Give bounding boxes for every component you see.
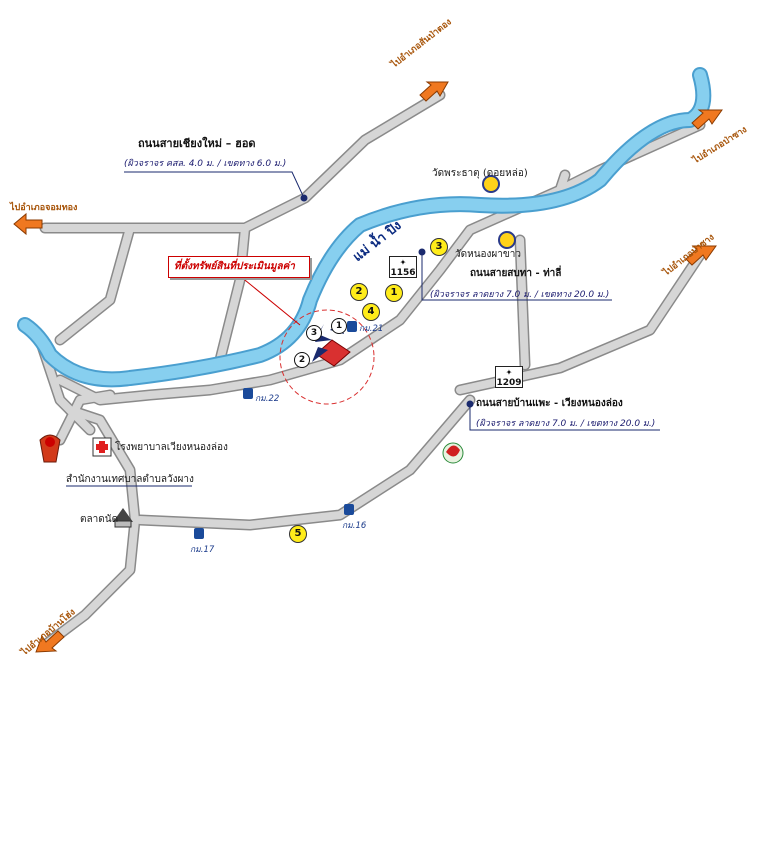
temple-icon [482,175,516,249]
marker-4: 4 [362,303,380,321]
road-name-chiangmai-hot: ถนนสายเชียงใหม่ – ฮอด [138,137,256,150]
marker-3: 3 [430,238,448,256]
photo-point-1: 1 [331,318,347,334]
marker-2: 2 [350,283,368,301]
garuda-emblem-icon [39,434,61,463]
place-wat-phrathat: วัดพระธาตุ (ดอยหล่อ) [432,168,528,179]
place-hospital: โรงพยาบาลเวียงหนองล่อง [115,442,228,453]
road-spec-chiangmai-hot: (ผิวจราจร คสล. 4.0 ม. / เขตทาง 6.0 ม.) [124,159,287,169]
arrow-left [13,212,43,236]
km-label-17: กม.17 [190,545,215,555]
site-label-box [168,256,310,278]
place-municipality: สำนักงานเทศบาลตำบลวังผาง [66,474,194,485]
site-label: ที่ตั้งทรัพย์สินที่ประเมินมูลค่า [174,261,295,272]
site-radius [279,309,375,405]
highway-shield-1156: ✦1156 [389,256,417,278]
marker-1: 1 [385,284,403,302]
marker-5: 5 [289,525,307,543]
photo-point-3: 3 [306,325,322,341]
km-label-22: กม.22 [255,394,280,404]
km-label-16: กม.16 [342,521,367,531]
hospital-icon [92,437,112,457]
site-leader [239,275,301,326]
photo-point-2: 2 [294,352,310,368]
place-market: ตลาดนัด [80,514,119,525]
km-post-icon [194,321,357,539]
direction-arrows [13,81,723,653]
road-spec-sopta-thali: (ผิวจราจร ลาดยาง 7.0 ม. / เขตทาง 20.0 ม.… [430,290,610,300]
arrow-top-right [691,109,723,130]
landmark-icon [442,442,464,464]
road-network [34,89,706,651]
arrow-top-left [419,81,449,102]
highway-shield-1209: ✦1209 [495,366,523,388]
direction-left: ไปอำเภอจอมทอง [10,203,78,213]
site-parcel [315,339,351,367]
place-wat-nongphakhao: วัดหนองผาขาว [455,249,521,260]
ping-river [17,67,712,388]
road-name-sopta-thali: ถนนสายสบทา - ท่าลี่ [470,268,562,279]
market-icon [113,508,133,528]
arrow-right [685,245,717,266]
km-label-21: กม.21 [359,324,384,334]
road-name-banphae-wiang: ถนนสายบ้านแพะ - เวียงหนองล่อง [476,398,623,409]
arrow-bottom-left [35,630,65,653]
label-leaders [66,171,660,487]
road-spec-banphae-wiang: (ผิวจราจร ลาดยาง 7.0 ม. / เขตทาง 20.0 ม.… [476,419,656,429]
